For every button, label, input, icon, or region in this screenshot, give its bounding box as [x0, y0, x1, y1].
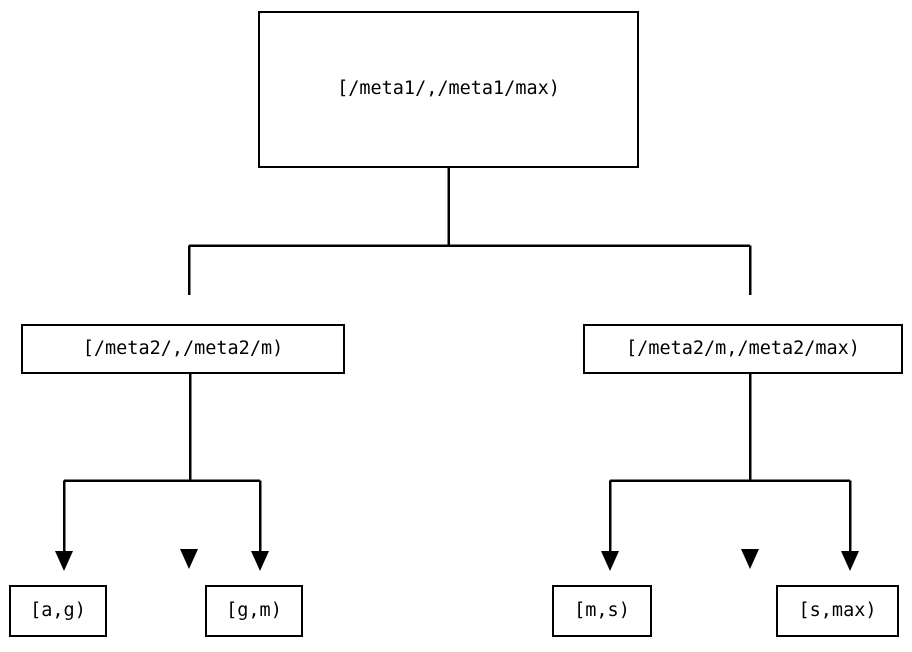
- node-meta2-lower-label: [/meta2/,/meta2/m): [82, 337, 284, 359]
- arrowhead-to-leaf-gm: [251, 551, 269, 571]
- node-meta2-upper-label: [/meta2/m,/meta2/max): [626, 337, 860, 359]
- node-meta2-lower[interactable]: [/meta2/,/meta2/m): [21, 324, 345, 374]
- arrowhead-to-left: [180, 549, 198, 569]
- arrowhead-to-leaf-smax: [841, 551, 859, 571]
- arrowhead-to-leaf-ag: [55, 551, 73, 571]
- node-leaf-a-g[interactable]: [a,g): [9, 585, 107, 637]
- node-root-label: [/meta1/,/meta1/max): [337, 78, 560, 100]
- node-leaf-s-max-label: [s,max): [798, 599, 877, 621]
- node-leaf-m-s-label: [m,s): [574, 599, 630, 621]
- node-leaf-m-s[interactable]: [m,s): [552, 585, 652, 637]
- node-leaf-g-m-label: [g,m): [226, 599, 282, 621]
- node-meta2-upper[interactable]: [/meta2/m,/meta2/max): [583, 324, 903, 374]
- arrowhead-to-right: [741, 549, 759, 569]
- node-leaf-a-g-label: [a,g): [30, 599, 86, 621]
- node-root[interactable]: [/meta1/,/meta1/max): [258, 11, 639, 168]
- arrowhead-to-leaf-ms: [601, 551, 619, 571]
- node-leaf-g-m[interactable]: [g,m): [205, 585, 303, 637]
- node-leaf-s-max[interactable]: [s,max): [776, 585, 899, 637]
